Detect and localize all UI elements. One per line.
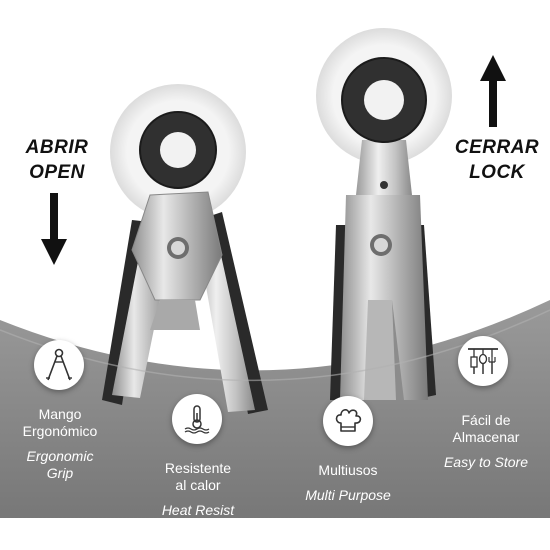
tongs-open [102,84,268,414]
arrow-up-icon [480,55,506,127]
open-label: ABRIR OPEN [18,135,96,185]
tongs-icon [46,348,72,381]
bottom-white-strip [0,518,550,550]
lock-label-en: LOCK [469,162,525,183]
feature-1-subtitle: Ergonomic Grip [26,448,94,481]
feature-easy-to-store [458,336,508,386]
open-label-en: OPEN [29,162,85,183]
feature-ergonomic-grip [34,340,84,390]
feature-3-subtitle: Multi Purpose [305,487,391,503]
feature-2-title: Resistente al calor [164,460,232,493]
feature-1-title: Mango Ergonómico [22,406,98,439]
hanging-utensils-icon [468,348,498,374]
lock-label-es: CERRAR [454,137,540,158]
feature-3-title: Multiusos [318,462,378,478]
feature-2-subtitle: Heat Resist [161,502,235,518]
feature-4-subtitle: Easy to Store [443,454,529,470]
feature-heat-resist [172,394,222,444]
arrow-down-icon [41,193,67,265]
lock-label: CERRAR LOCK [452,135,542,185]
tongs-locked [316,28,452,400]
heat-thermometer-icon [184,405,210,434]
chef-hat-icon [335,409,362,432]
open-label-es: ABRIR [25,137,89,158]
feature-multi-purpose [323,396,373,446]
feature-4-title: Fácil de Almacenar [452,412,520,445]
